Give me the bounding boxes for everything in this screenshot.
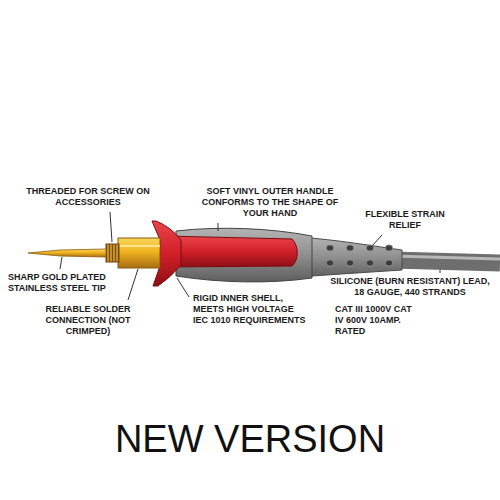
callout-label: SILICONE (BURN RESISTANT) LEAD, 18 GAUGE… bbox=[325, 276, 495, 298]
ferrule-highlight bbox=[118, 245, 160, 247]
probe-tip bbox=[28, 249, 106, 257]
strain-relief-hole bbox=[347, 260, 354, 266]
strain-relief-holes bbox=[327, 245, 393, 266]
caption: NEW VERSION bbox=[0, 418, 500, 461]
leader-line bbox=[60, 257, 62, 269]
inner-shell bbox=[164, 236, 297, 267]
strain-relief-hole bbox=[347, 245, 354, 251]
callout-label: THREADED FOR SCREW ON ACCESSORIES bbox=[23, 186, 153, 208]
callout-label: CAT III 1000V CAT IV 600V 10AMP. RATED bbox=[335, 304, 415, 337]
callout-label: SHARP GOLD PLATED STAINLESS STEEL TIP bbox=[8, 272, 143, 294]
leader-line bbox=[177, 278, 189, 297]
gold-ferrule bbox=[118, 238, 160, 268]
strain-relief-hole bbox=[327, 245, 334, 251]
callout-label: SOFT VINYL OUTER HANDLE CONFORMS TO THE … bbox=[195, 186, 345, 219]
strain-relief-hole bbox=[367, 260, 374, 266]
strain-relief bbox=[298, 237, 402, 277]
strain-relief-hole bbox=[386, 260, 393, 266]
strain-relief-hole bbox=[386, 245, 393, 251]
callout-label: FLEXIBLE STRAIN RELIEF bbox=[355, 209, 455, 231]
cable bbox=[392, 260, 500, 263]
callout-label: RELIABLE SOLDER CONNECTION (NOT CRIMPED) bbox=[23, 304, 153, 337]
leader-line bbox=[440, 270, 441, 273]
callout-label: RIGID INNER SHELL, MEETS HIGH VOLTAGE IE… bbox=[193, 293, 311, 326]
leader-line bbox=[218, 223, 219, 231]
cable-highlight bbox=[392, 256, 500, 259]
thread bbox=[106, 244, 119, 262]
leader-line bbox=[128, 269, 138, 300]
leader-line bbox=[110, 212, 112, 242]
strain-relief-hole bbox=[327, 260, 334, 266]
leader-line bbox=[372, 235, 382, 246]
